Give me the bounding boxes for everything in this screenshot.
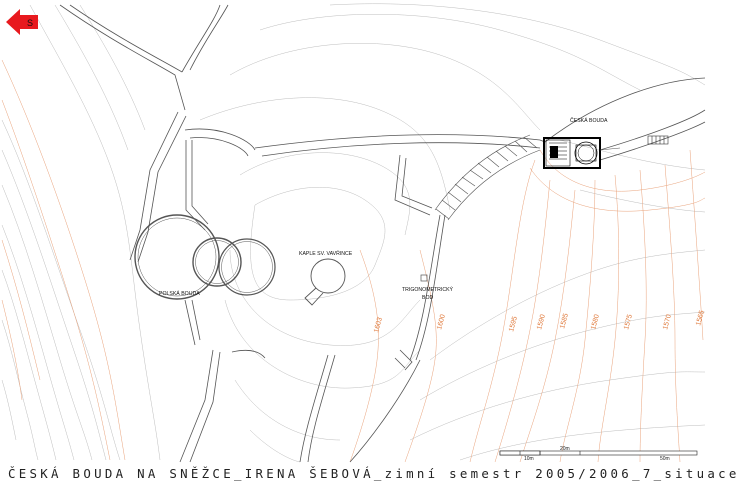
ceska-bouda-building bbox=[543, 137, 621, 169]
kaple-chapel bbox=[304, 258, 346, 306]
elevation-1590: 1590 bbox=[536, 314, 547, 331]
elevation-1585: 1585 bbox=[559, 313, 570, 330]
label-ceska-bouda: ČESKÁ BOUDA bbox=[570, 117, 608, 124]
paths-walls bbox=[59, 4, 706, 463]
scale-label-10m: 10m bbox=[524, 456, 534, 462]
terrain-contours-grey bbox=[1, 3, 706, 463]
scale-bar: 20m 10m 50m bbox=[499, 446, 698, 462]
north-arrow-icon: S bbox=[6, 9, 38, 35]
elevation-1595: 1595 bbox=[508, 316, 519, 333]
label-trig-line1: TRIGONOMETRICKÝ bbox=[402, 286, 454, 293]
path-hatch-element bbox=[647, 135, 669, 145]
scale-label-20m: 20m bbox=[560, 446, 570, 452]
north-arrow-label: S bbox=[27, 18, 33, 28]
elevation-1565: 1565 bbox=[695, 310, 706, 327]
trig-point-marker bbox=[420, 274, 428, 282]
elevation-1575: 1575 bbox=[623, 314, 634, 331]
elevation-1580: 1580 bbox=[590, 314, 601, 331]
elevation-labels: 1603 1600 1595 1590 1585 1580 1575 1570 … bbox=[373, 310, 706, 334]
elevation-1570: 1570 bbox=[662, 314, 673, 331]
site-plan: ČESKÁ BOUDA KAPLE SV. VAVŘINCE POLSKÁ BO… bbox=[1, 3, 706, 463]
polska-bouda-building bbox=[134, 214, 276, 300]
label-trig-line2: BOD bbox=[422, 295, 433, 301]
label-polska-bouda: POLSKÁ BOUDA bbox=[159, 290, 200, 297]
elevation-1603: 1603 bbox=[373, 317, 384, 334]
drawing-title: ČESKÁ BOUDA NA SNĚŽCE_IRENA ŠEBOVÁ_zimní… bbox=[8, 466, 740, 481]
stairway bbox=[434, 134, 541, 221]
scale-label-50m: 50m bbox=[660, 456, 670, 462]
label-kaple: KAPLE SV. VAVŘINCE bbox=[299, 249, 353, 257]
elevation-1600: 1600 bbox=[436, 314, 447, 331]
